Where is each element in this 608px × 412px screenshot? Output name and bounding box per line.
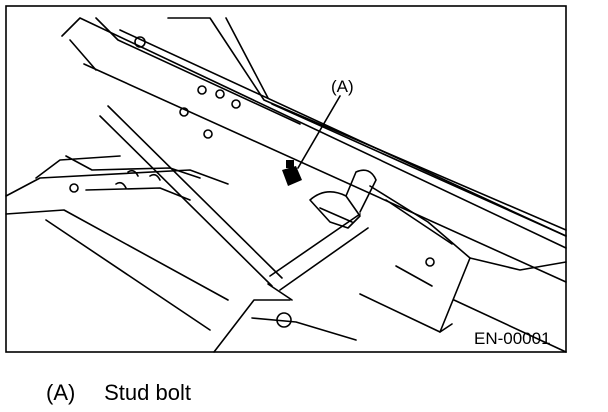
engine-component-linework <box>5 17 567 353</box>
stud-bolt-part-a <box>282 160 302 186</box>
callout-a: (A) <box>331 77 354 96</box>
legend-text: Stud bolt <box>104 380 191 405</box>
figure-code: EN-00001 <box>474 329 551 348</box>
legend: (A) Stud bolt <box>46 378 191 408</box>
legend-item: (A) Stud bolt <box>46 378 191 408</box>
legend-key: (A) <box>46 380 76 405</box>
